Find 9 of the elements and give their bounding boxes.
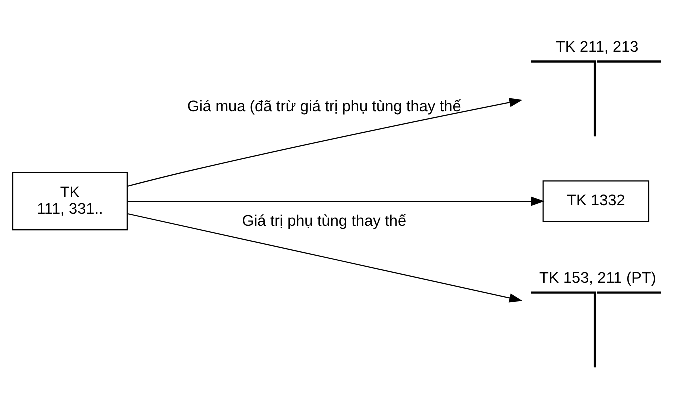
arrow (128, 212, 523, 302)
arrow (128, 98, 523, 187)
node-box: TK 1332 (542, 180, 650, 222)
edge-label: Giá trị phụ tùng thay thế (242, 212, 407, 230)
node-text: TK 153, 211 (PT) (540, 270, 656, 287)
arrow (128, 196, 545, 206)
edge-label: Giá mua (đã trừ giá trị phụ tùng thay thế (187, 98, 462, 115)
node-text: TK 211, 213 (556, 38, 639, 56)
node-box: TK 111, 331.. (12, 172, 128, 230)
